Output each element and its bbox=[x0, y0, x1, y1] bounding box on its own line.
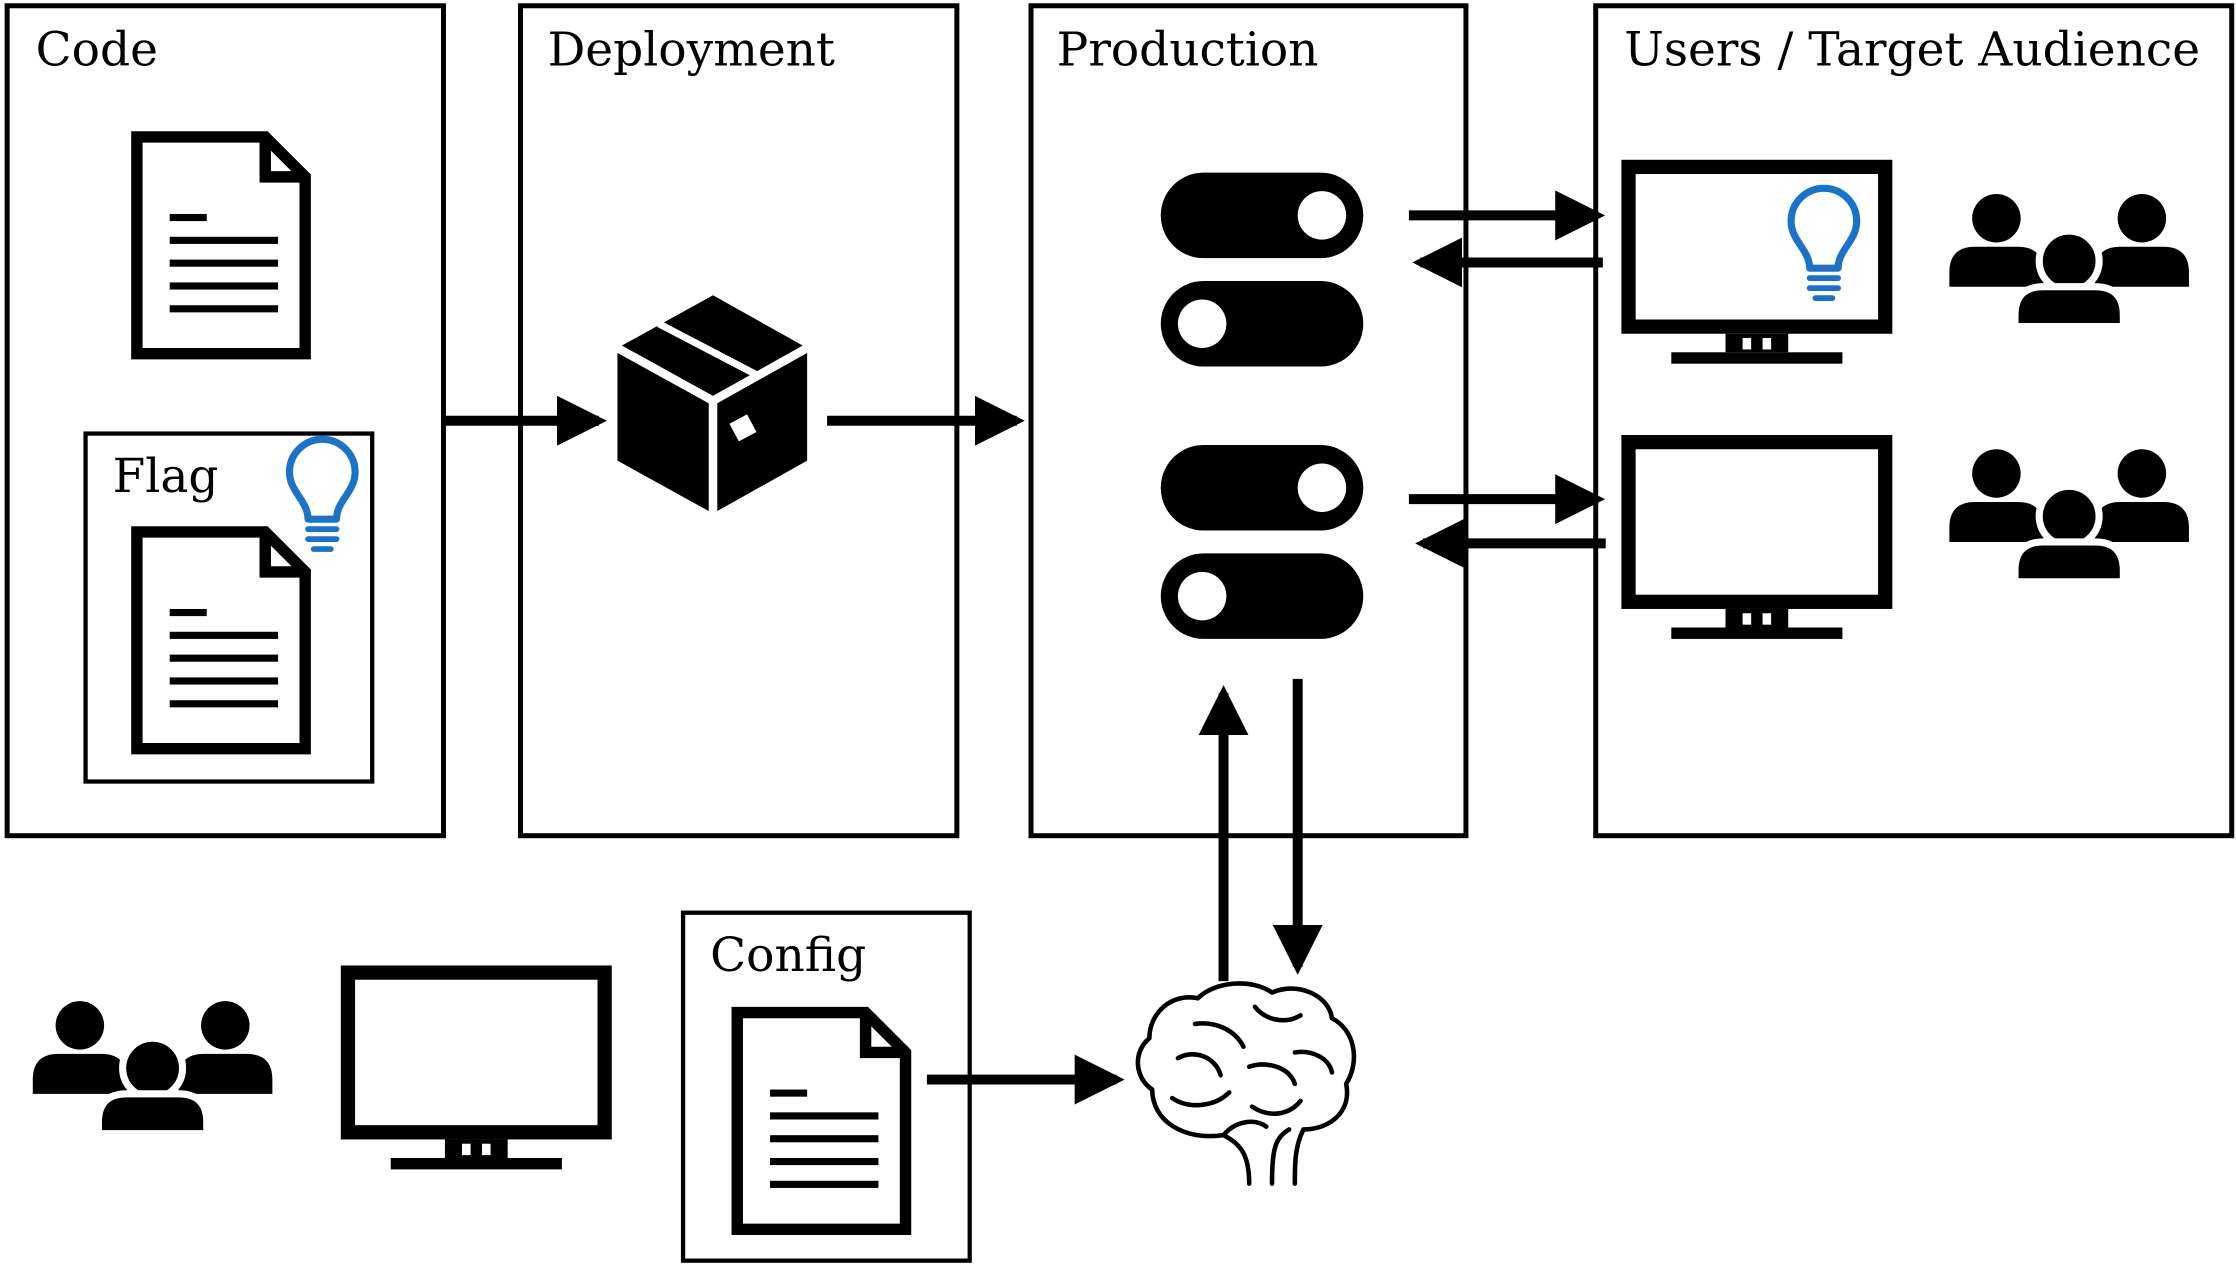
flow-arrows bbox=[443, 190, 1606, 1105]
toggle-on-icon bbox=[1160, 444, 1364, 531]
flag-document-icon bbox=[137, 532, 305, 749]
brain-icon bbox=[1135, 981, 1357, 1186]
config-document-icon bbox=[737, 1013, 905, 1230]
deployment-panel-title: Deployment bbox=[548, 23, 835, 78]
users-group-icon bbox=[33, 1001, 273, 1134]
users-panel bbox=[1593, 3, 2235, 839]
production-panel-title: Production bbox=[1057, 23, 1319, 78]
monitor-icon bbox=[348, 973, 605, 1170]
config-box-title: Config bbox=[710, 928, 866, 983]
toggle-off-icon bbox=[1160, 553, 1364, 639]
code-panel-title: Code bbox=[36, 23, 158, 78]
toggle-on-icon bbox=[1160, 172, 1364, 259]
users-panel-title: Users / Target Audience bbox=[1624, 23, 2200, 78]
package-icon bbox=[615, 295, 810, 514]
flag-box-title: Flag bbox=[113, 449, 219, 504]
code-document-icon bbox=[137, 137, 305, 354]
toggle-off-icon bbox=[1160, 280, 1364, 367]
production-panel bbox=[1028, 3, 1469, 839]
